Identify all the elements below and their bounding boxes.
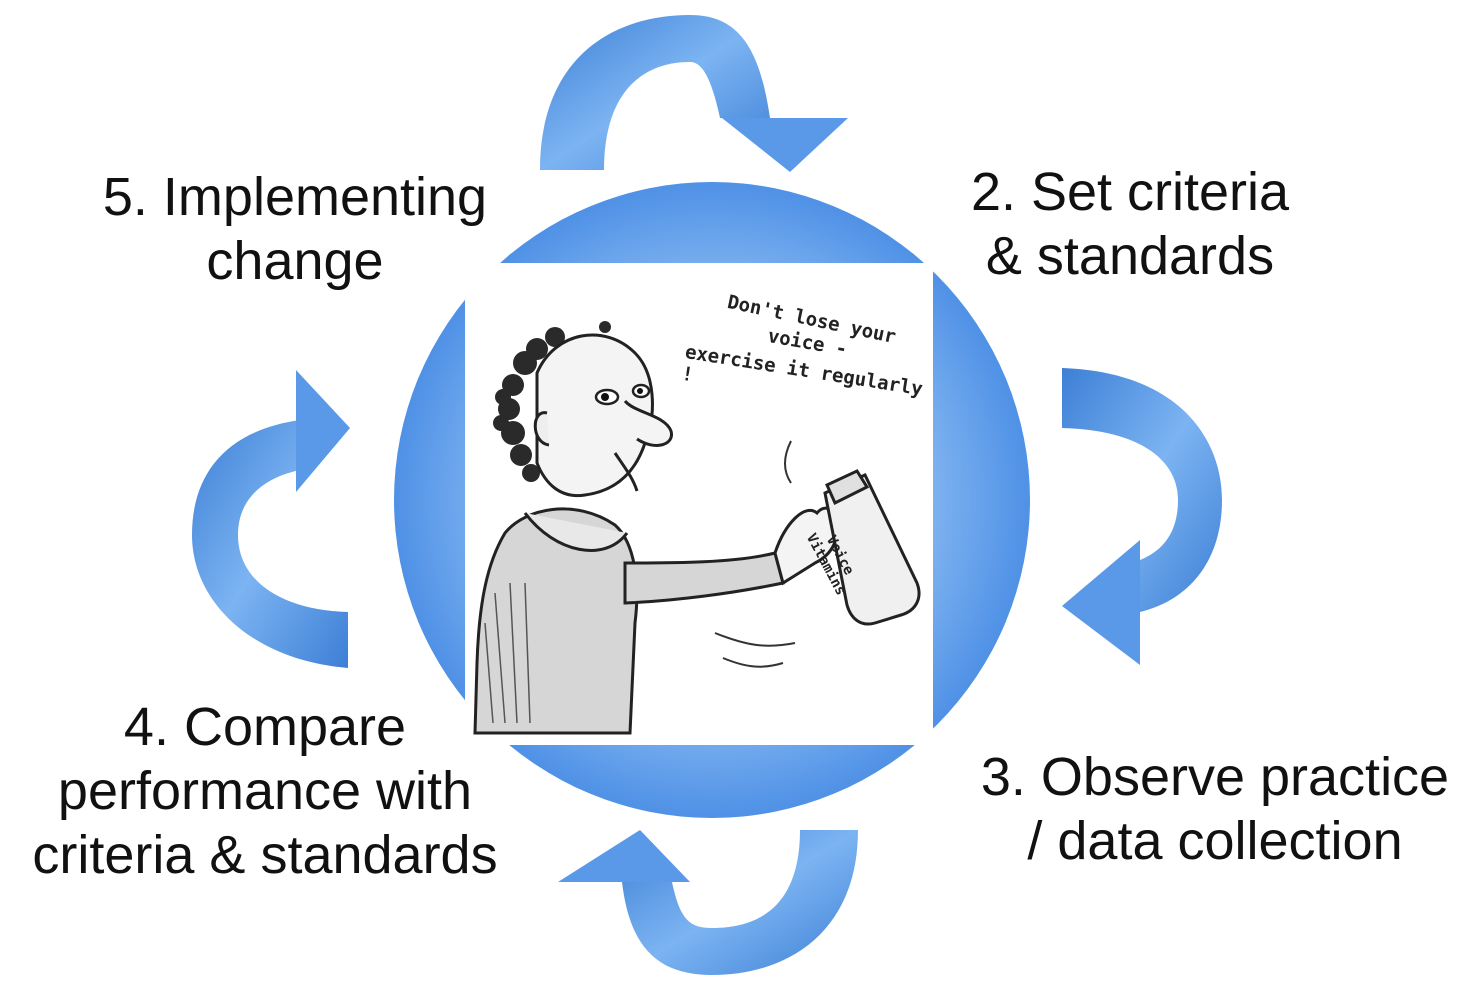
cycle-arrow-icon-left [192, 370, 350, 668]
step-4-label: 4. Compare performance with criteria & s… [5, 695, 525, 887]
step-4-line2: performance with [57, 761, 473, 821]
step-2-line2: & standards [985, 226, 1275, 286]
step-4-line3: criteria & standards [32, 825, 498, 885]
man-cartoon-illustration: Don't lose your voice - exercise it regu… [465, 263, 933, 745]
hair-icon [493, 321, 611, 482]
step-5-line2: change [206, 231, 384, 291]
step-3-line2: / data collection [1027, 811, 1403, 871]
cycle-arrow-icon-bottom [558, 830, 858, 975]
step-4-line1: 4. Compare [123, 697, 407, 757]
step-5-line1: 5. Implementing [102, 167, 488, 227]
step-3-line1: 3. Observe practice [980, 747, 1450, 807]
vitamin-bottle-icon [823, 469, 921, 626]
cycle-arrow-icon-top [540, 15, 848, 172]
cycle-arrow-icon-right [1062, 368, 1222, 665]
man-cartoon-drawing [473, 321, 921, 735]
step-2-line1: 2. Set criteria [970, 162, 1290, 222]
step-5-label: 5. Implementing change [70, 165, 520, 293]
step-3-label: 3. Observe practice / data collection [960, 745, 1470, 873]
step-2-label: 2. Set criteria & standards [930, 160, 1330, 288]
